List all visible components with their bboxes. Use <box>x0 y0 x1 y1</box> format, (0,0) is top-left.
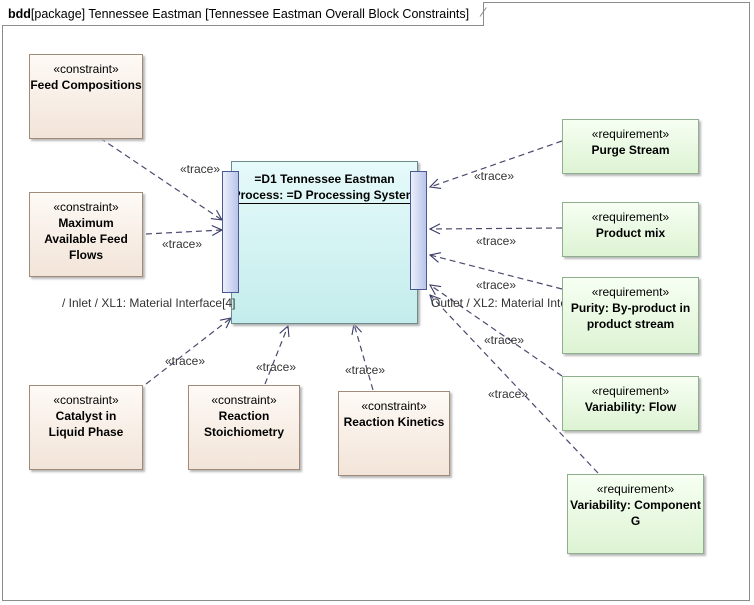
requirement-name: Purity: By-product in product stream <box>570 301 691 331</box>
stereotype-label: «requirement» <box>596 482 675 496</box>
constraint-name: Maximum Available Feed Flows <box>44 216 128 262</box>
frame-header: bdd[package] Tennessee Eastman [Tennesse… <box>2 2 487 26</box>
trace-label: «trace» <box>165 354 206 368</box>
trace-label: «trace» <box>476 278 517 292</box>
outlet-port[interactable] <box>410 171 427 290</box>
constraint-stoichiometry[interactable]: «constraint» Reaction Stoichiometry <box>188 385 300 470</box>
trace-label: «trace» <box>474 169 515 183</box>
trace-link-purity[interactable] <box>430 255 563 290</box>
trace-link-purge-stream[interactable] <box>430 140 563 187</box>
constraint-name: Reaction Kinetics <box>343 415 445 429</box>
stereotype-label: «constraint» <box>53 62 119 76</box>
stereotype-label: «constraint» <box>53 200 119 214</box>
trace-label: «trace» <box>180 162 221 176</box>
stereotype-label: «requirement» <box>591 127 670 141</box>
stereotype-label: «constraint» <box>361 399 427 413</box>
constraint-reaction-kinetics[interactable]: «constraint» Reaction Kinetics <box>338 391 450 476</box>
trace-label: «trace» <box>488 387 529 401</box>
requirement-name: Purge Stream <box>591 143 670 157</box>
trace-link-variability-flow[interactable] <box>430 285 563 377</box>
requirement-variability-flow[interactable]: «requirement» Variability: Flow <box>562 376 699 431</box>
stereotype-label: «requirement» <box>591 384 670 398</box>
requirement-name: Variability: Component G <box>570 498 701 528</box>
constraint-catalyst[interactable]: «constraint» Catalyst in Liquid Phase <box>29 385 143 470</box>
requirement-variability-component-g[interactable]: «requirement» Variability: Component G <box>567 474 704 554</box>
frame-header-text: [package] Tennessee Eastman [Tennessee E… <box>30 7 470 21</box>
processing-system-block[interactable]: =D1 Tennessee Eastman Process: =D Proces… <box>231 161 418 324</box>
trace-label: «trace» <box>256 360 297 374</box>
requirement-name: Product mix <box>595 226 666 240</box>
block-title: =D1 Tennessee Eastman Process: =D Proces… <box>232 171 417 204</box>
frame-kind: bdd <box>8 7 31 21</box>
inlet-port-label: / Inlet / XL1: Material Interface[4] <box>62 296 236 310</box>
requirement-name: Variability: Flow <box>584 400 677 414</box>
outlet-port-label: Outlet / XL2: Material Inte <box>431 296 568 310</box>
stereotype-label: «requirement» <box>591 285 670 299</box>
trace-link-max-feed-flows[interactable] <box>145 230 222 234</box>
trace-link-feed-compositions[interactable] <box>99 137 222 220</box>
trace-link-stoichiometry[interactable] <box>264 326 288 385</box>
trace-link-kinetics[interactable] <box>354 324 374 391</box>
inlet-port[interactable] <box>222 171 239 293</box>
requirement-product-mix[interactable]: «requirement» Product mix <box>562 202 699 257</box>
trace-link-variability-component[interactable] <box>430 295 599 474</box>
trace-label: «trace» <box>162 237 203 251</box>
trace-label: «trace» <box>484 333 525 347</box>
constraint-name: Reaction Stoichiometry <box>203 409 284 439</box>
stereotype-label: «constraint» <box>53 393 119 407</box>
constraint-feed-compositions[interactable]: «constraint» Feed Compositions <box>29 54 143 139</box>
constraint-max-feed-flows[interactable]: «constraint» Maximum Available Feed Flow… <box>29 192 143 277</box>
constraint-name: Feed Compositions <box>30 78 142 92</box>
requirement-purity[interactable]: «requirement» Purity: By-product in prod… <box>562 277 699 354</box>
stereotype-label: «constraint» <box>211 393 277 407</box>
trace-label: «trace» <box>476 234 517 248</box>
stereotype-label: «requirement» <box>591 210 670 224</box>
block-title-line1: =D1 Tennessee Eastman <box>254 172 395 186</box>
constraint-name: Catalyst in Liquid Phase <box>48 409 124 439</box>
requirement-purge-stream[interactable]: «requirement» Purge Stream <box>562 119 699 174</box>
trace-link-product-mix[interactable] <box>430 228 563 229</box>
trace-link-catalyst[interactable] <box>145 318 231 385</box>
trace-label: «trace» <box>345 363 386 377</box>
block-title-line2: Process: =D Processing System <box>232 188 417 202</box>
